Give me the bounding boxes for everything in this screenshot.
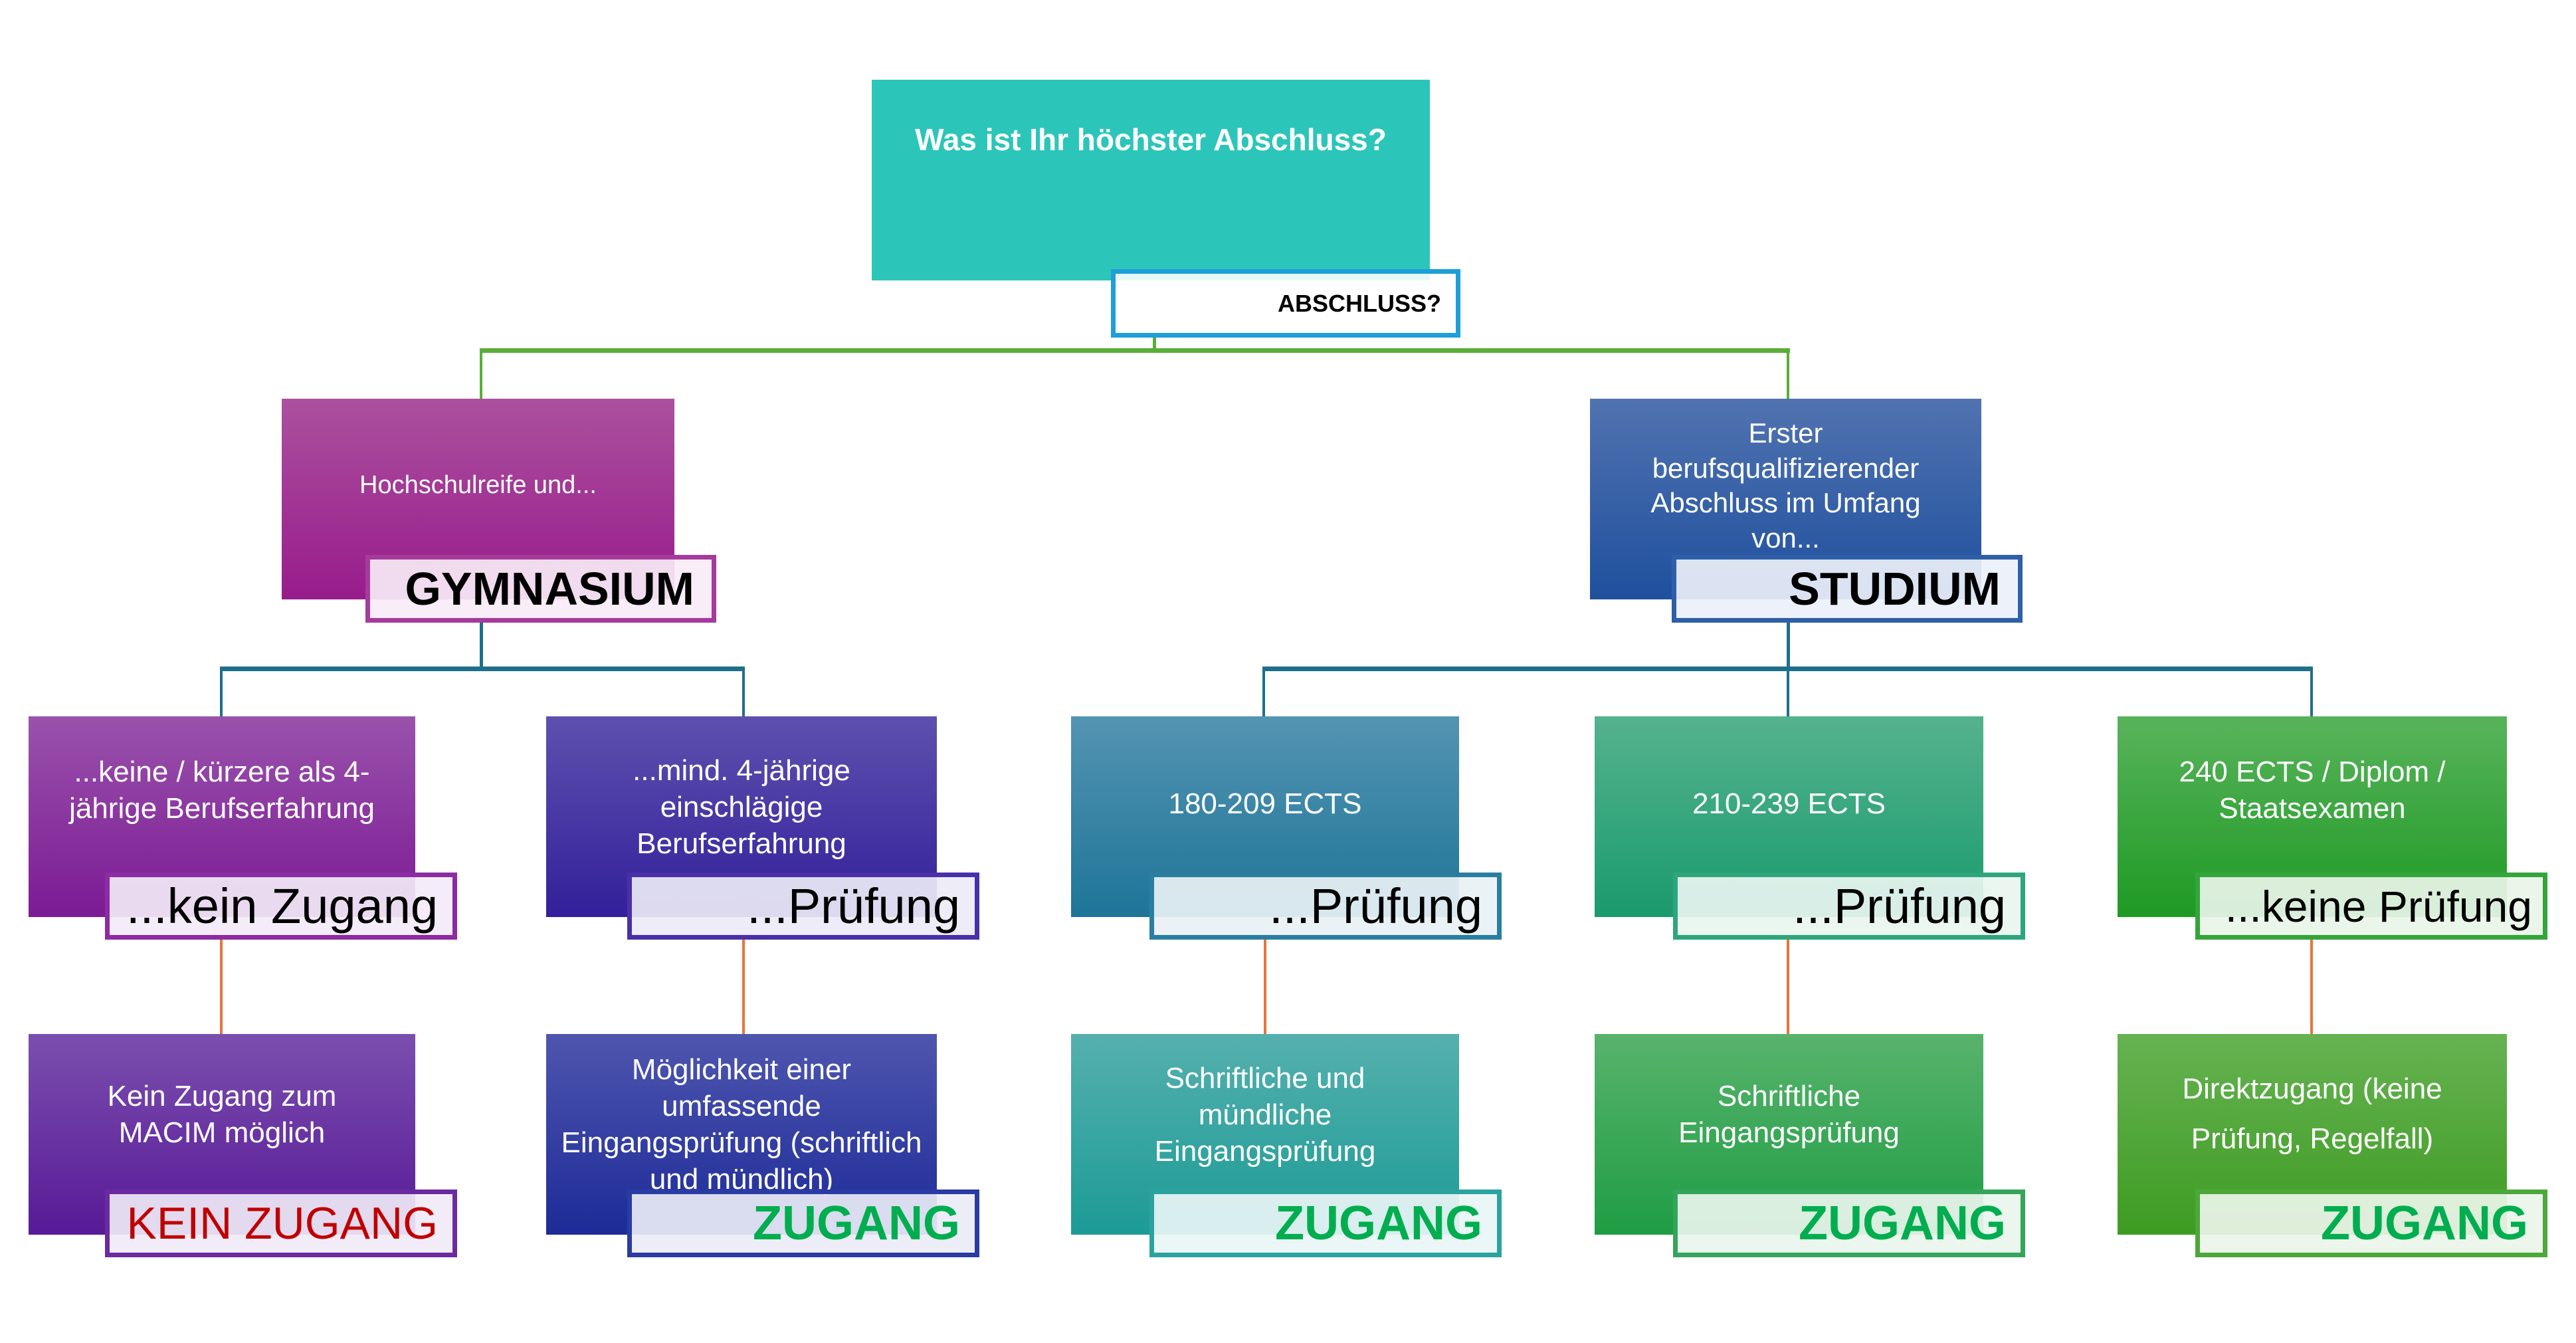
connector-level1-horizontal <box>480 348 1790 353</box>
result-text: Möglichkeit einer umfassende Eingangsprü… <box>561 1053 922 1195</box>
connector-gymnasium-horizontal <box>220 667 745 671</box>
access-tag-stud-2: ZUGANG <box>1673 1189 2025 1257</box>
connector-to-stud-child-3 <box>2310 667 2313 716</box>
result-text: Schriftliche Eingangsprüfung <box>1678 1080 1900 1149</box>
access-tag-gym-2: ZUGANG <box>627 1189 979 1257</box>
condition-text: 240 ECTS / Diplom / Staatsexamen <box>2179 756 2446 825</box>
connector-to-stud-child-1 <box>1262 667 1265 716</box>
access-tag-gym-1: KEIN ZUGANG <box>105 1189 457 1257</box>
outcome-tag-gym-1: ...kein Zugang <box>105 873 457 940</box>
root-question-box: Was ist Ihr höchster Abschluss? <box>872 80 1430 280</box>
access-label: ZUGANG <box>1275 1197 1482 1250</box>
connector-result-4 <box>1787 939 1789 1034</box>
root-question-text: Was ist Ihr höchster Abschluss? <box>915 122 1387 157</box>
connector-result-1 <box>220 939 223 1034</box>
connector-to-stud-child-2 <box>1787 667 1789 716</box>
access-label: ZUGANG <box>1799 1197 2006 1250</box>
access-tag-stud-1: ZUGANG <box>1149 1189 1502 1257</box>
result-text: Direktzugang (keine Prüfung, Regelfall) <box>2182 1073 2442 1155</box>
gymnasium-tag: GYMNASIUM <box>365 555 716 623</box>
condition-text: 180-209 ECTS <box>1168 787 1362 820</box>
connector-studium-down <box>1787 623 1790 669</box>
connector-to-gymnasium <box>480 348 482 399</box>
outcome-tag-stud-1: ...Prüfung <box>1149 873 1502 940</box>
root-tag: ABSCHLUSS? <box>1111 269 1460 338</box>
studium-tag-label: STUDIUM <box>1789 563 2001 615</box>
connector-root-down <box>1153 338 1156 352</box>
outcome-tag-stud-2: ...Prüfung <box>1673 873 2025 940</box>
access-tag-stud-3: ZUGANG <box>2195 1189 2547 1257</box>
result-text: Schriftliche und mündliche Eingangsprüfu… <box>1154 1061 1376 1168</box>
outcome-tag-gym-2: ...Prüfung <box>627 873 979 940</box>
condition-text: 210-239 ECTS <box>1692 787 1886 820</box>
studium-text: Erster berufsqualifizierender Abschluss … <box>1650 417 1921 554</box>
outcome-tag-label: ...keine Prüfung <box>2225 881 2532 931</box>
connector-result-3 <box>1264 939 1266 1034</box>
connector-result-5 <box>2310 939 2313 1034</box>
connector-to-studium <box>1787 348 1789 399</box>
connector-to-gym-child-2 <box>742 667 745 716</box>
outcome-tag-label: ...kein Zugang <box>126 878 438 934</box>
access-label: ZUGANG <box>2321 1197 2528 1250</box>
studium-tag: STUDIUM <box>1672 555 2023 623</box>
outcome-tag-stud-3: ...keine Prüfung <box>2195 873 2547 940</box>
connector-to-gym-child-1 <box>220 667 223 716</box>
access-label: KEIN ZUGANG <box>126 1198 439 1249</box>
connector-gymnasium-down <box>480 623 483 669</box>
connector-result-2 <box>742 939 745 1034</box>
outcome-tag-label: ...Prüfung <box>747 878 960 934</box>
result-text: Kein Zugang zum MACIM möglich <box>107 1080 337 1149</box>
gymnasium-tag-label: GYMNASIUM <box>405 563 694 615</box>
outcome-tag-label: ...Prüfung <box>1793 878 2006 934</box>
condition-text: ...mind. 4-jährige einschlägige Berufser… <box>633 754 850 860</box>
condition-text: ...keine / kürzere als 4-jährige Berufse… <box>69 756 375 825</box>
root-tag-label: ABSCHLUSS? <box>1277 289 1441 317</box>
gymnasium-text: Hochschulreife und... <box>359 471 597 500</box>
outcome-tag-label: ...Prüfung <box>1269 878 1482 934</box>
access-label: ZUGANG <box>753 1197 960 1250</box>
